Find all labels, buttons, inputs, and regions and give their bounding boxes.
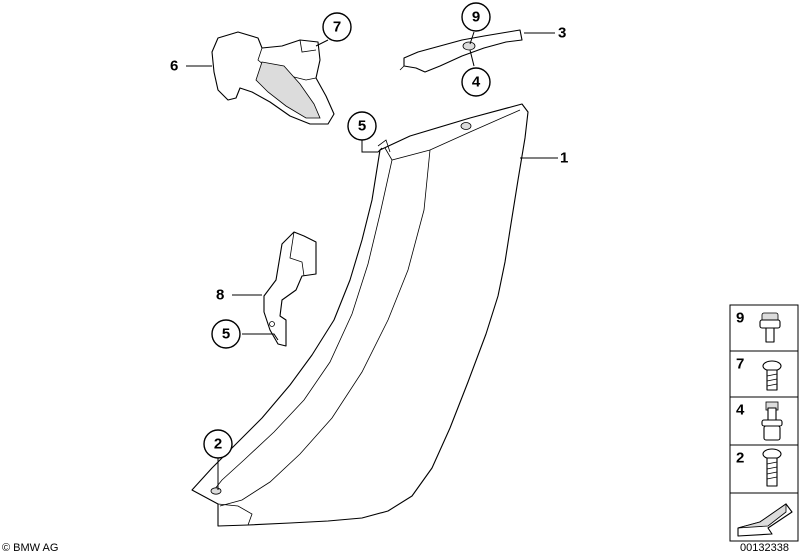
- callout-5-upper: 5: [347, 111, 377, 141]
- svg-text:6: 6: [170, 58, 178, 75]
- svg-text:5: 5: [222, 326, 230, 343]
- expanding-rivet-icon: [761, 401, 783, 441]
- diagram-number: 00132338: [740, 542, 789, 554]
- callout-8: 8: [216, 287, 224, 304]
- callout-4: 4: [461, 67, 491, 97]
- callout-3: 3: [558, 25, 566, 42]
- part-3-bracket[interactable]: [399, 29, 523, 73]
- part-8-bracket[interactable]: [263, 231, 317, 347]
- callout-7: 7: [322, 12, 352, 42]
- svg-text:9: 9: [736, 310, 744, 327]
- callout-1: 1: [560, 150, 568, 167]
- bolt-icon: [762, 448, 782, 487]
- callout-6: 6: [170, 58, 178, 75]
- leader-lines: [186, 31, 558, 490]
- svg-text:1: 1: [560, 150, 568, 167]
- part-6-trim-piece[interactable]: [211, 31, 335, 125]
- screw-icon: [762, 360, 782, 391]
- legend: 9 7 4: [729, 304, 799, 542]
- svg-text:5: 5: [358, 118, 366, 135]
- callout-5-lower: 5: [211, 319, 241, 349]
- callout-9: 9: [461, 2, 491, 32]
- legend-item-2[interactable]: 2: [729, 444, 799, 494]
- svg-text:3: 3: [558, 25, 566, 42]
- arrow-icon: [737, 503, 793, 537]
- legend-item-7[interactable]: 7: [729, 350, 799, 398]
- svg-text:4: 4: [736, 402, 745, 419]
- legend-item-4[interactable]: 4: [729, 396, 799, 446]
- svg-text:7: 7: [736, 356, 744, 373]
- copyright-text: © BMW AG: [2, 542, 58, 554]
- svg-text:8: 8: [216, 287, 224, 304]
- svg-text:2: 2: [214, 436, 222, 453]
- svg-text:7: 7: [333, 19, 341, 36]
- svg-text:4: 4: [472, 74, 481, 91]
- callout-2: 2: [203, 429, 233, 459]
- legend-item-9[interactable]: 9: [729, 304, 799, 352]
- svg-text:9: 9: [472, 9, 480, 26]
- part-1-pillar-trim[interactable]: [191, 103, 529, 527]
- arrow-box: [729, 492, 799, 542]
- svg-text:2: 2: [736, 450, 744, 467]
- nut-clip-icon: [759, 312, 781, 343]
